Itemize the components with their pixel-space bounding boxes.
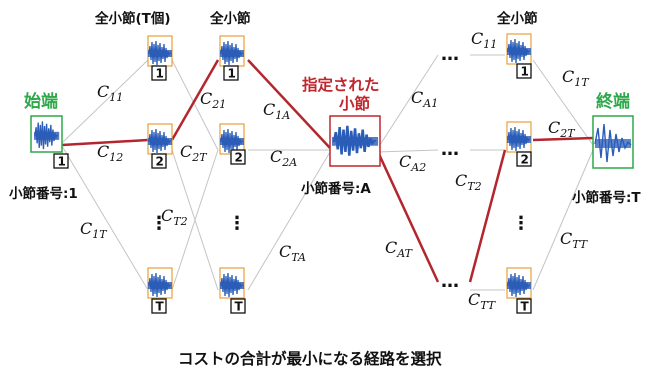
svg-text:1: 1 (156, 67, 164, 81)
selected-node (329, 115, 381, 167)
cost-label: C21 (200, 89, 226, 111)
horizontal-ellipsis: … (441, 271, 459, 292)
svg-text:T: T (156, 300, 165, 314)
cost-label: CTT (560, 229, 589, 251)
cost-label: C11 (471, 29, 497, 51)
measure-node: 1 (506, 33, 532, 79)
cost-label: C2T (548, 118, 576, 140)
gray-edges (61, 54, 594, 291)
start-title: 始端 (24, 91, 58, 112)
vertical-ellipsis: ⋮ (512, 213, 530, 234)
selected-title-line2: 小節 (339, 94, 371, 113)
measure-node: 1 (147, 35, 173, 81)
svg-text:T: T (235, 300, 244, 314)
cost-label: CT2 (161, 206, 188, 228)
measure-node: 2 (219, 123, 246, 165)
cost-label: CAT (385, 238, 414, 260)
cost-label: C2T (180, 142, 208, 164)
cost-label: C1T (562, 67, 590, 89)
end-node (592, 115, 634, 169)
caption: コストの合計が最小になる経路を選択 (178, 349, 442, 368)
svg-text:T: T (521, 300, 530, 314)
vertical-ellipsis: ⋮ (228, 213, 246, 234)
cost-label: C1T (80, 219, 108, 241)
optimal-path (61, 59, 594, 283)
measure-node: 1 (219, 35, 245, 81)
cost-label: CT2 (455, 171, 482, 193)
cost-label: CA1 (411, 88, 438, 110)
selected-measure-number: 小節番号:A (301, 180, 371, 197)
cost-label: CA2 (399, 152, 426, 174)
horizontal-ellipsis: … (441, 44, 459, 65)
selected-title-line1: 指定された (302, 75, 380, 94)
end-title: 終端 (596, 91, 630, 112)
start-node: 1 (30, 115, 69, 169)
column1-header: 全小節(T個) (94, 10, 171, 27)
start-measure-number: 小節番号:1 (9, 185, 78, 202)
svg-text:2: 2 (521, 153, 529, 167)
end-measure-number: 小節番号:T (572, 189, 641, 206)
svg-text:1: 1 (228, 67, 236, 81)
cost-label: C11 (97, 82, 123, 104)
cost-label: C2A (270, 147, 297, 169)
svg-text:1: 1 (58, 155, 66, 169)
measure-node: 2 (506, 121, 532, 167)
start-badge (53, 153, 69, 169)
cost-label: CTT (468, 290, 497, 312)
cost-label: CTA (279, 242, 306, 264)
vertical-ellipsis: ⋮ (150, 213, 168, 234)
measure-node: T (219, 267, 246, 314)
cost-label: C1A (263, 100, 290, 122)
horizontal-ellipsis: … (441, 139, 459, 160)
measure-node: 2 (147, 123, 173, 169)
measure-node: T (506, 267, 532, 314)
cost-label: C12 (97, 142, 123, 164)
svg-text:2: 2 (235, 151, 243, 165)
column2-header: 全小節 (209, 10, 251, 27)
column4-header: 全小節 (496, 10, 538, 27)
svg-text:1: 1 (521, 65, 529, 79)
svg-text:2: 2 (156, 155, 164, 169)
measure-node: T (147, 267, 173, 314)
